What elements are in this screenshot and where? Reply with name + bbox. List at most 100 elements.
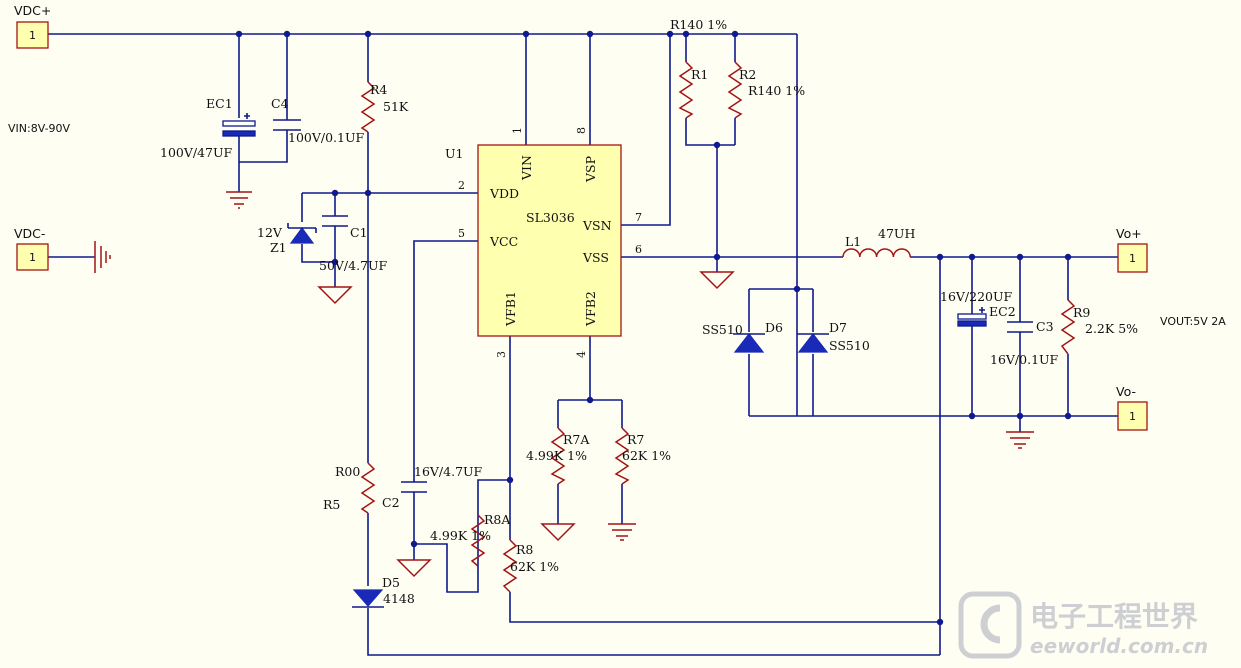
capacitor-c4: C4 100V/0.1UF <box>271 96 365 145</box>
net-label-vo-minus: Vo- <box>1116 384 1136 399</box>
label-r4-value: 51K <box>383 99 409 114</box>
label-c1-value: 50V/4.7UF <box>319 258 388 273</box>
label-c2-value: 16V/4.7UF <box>414 464 483 479</box>
port-pin-number: 1 <box>29 29 36 42</box>
diode-d7: D7 SS510 <box>797 320 870 353</box>
resistor-r8a: R8A 4.99K 1% <box>430 512 511 567</box>
label-r7a-value: 4.99K 1% <box>526 448 587 463</box>
resistor-r4: R4 51K <box>360 81 409 133</box>
ic-pin-vsn: VSN <box>582 218 612 233</box>
sense-resistor-label: R140 1% <box>670 17 727 32</box>
junctions <box>235 30 1072 626</box>
capacitor-ec1: EC1 100V/47UF <box>160 96 256 160</box>
ic-part-number: SL3036 <box>526 210 575 225</box>
label-r8-ref: R8 <box>516 542 533 557</box>
zener-z1: 12V Z1 <box>257 223 317 255</box>
net-label-vo-plus: Vo+ <box>1116 226 1142 241</box>
pin-number-vcc: 5 <box>458 227 465 240</box>
ground-triangle-r7a <box>540 523 576 542</box>
port-vdc-minus: 1 VDC- <box>14 226 49 271</box>
label-c1-ref: C1 <box>350 225 368 240</box>
vout-note: VOUT:5V 2A <box>1160 315 1226 328</box>
port-vo-minus: 1 Vo- <box>1116 384 1148 431</box>
port-pin-number: 1 <box>1129 252 1136 265</box>
ground-triangle-c2 <box>396 559 432 578</box>
capacitor-c3: C3 16V/0.1UF <box>990 319 1059 367</box>
label-r7a-ref: R7A <box>563 432 590 447</box>
label-c2-ref: C2 <box>382 495 400 510</box>
port-vo-plus: 1 Vo+ <box>1116 226 1148 273</box>
label-z1-value: 12V <box>257 225 283 240</box>
label-r5-ref: R5 <box>323 497 340 512</box>
label-d7-ref: D7 <box>829 320 847 335</box>
port-pin-number: 1 <box>1129 410 1136 423</box>
label-d6-value: SS510 <box>702 322 743 337</box>
vin-note: VIN:8V-90V <box>8 122 71 135</box>
label-ec2-ref: EC2 <box>989 304 1016 319</box>
label-ec2-value: 16V/220UF <box>940 289 1013 304</box>
diode-d5: D5 4148 <box>352 575 415 608</box>
watermark-cn: 电子工程世界 <box>1030 600 1198 633</box>
capacitor-c1: C1 50V/4.7UF <box>319 215 388 273</box>
label-d7-value: SS510 <box>829 338 870 353</box>
inductor-l1: L1 47UH <box>842 226 915 258</box>
net-label-vdc-plus: VDC+ <box>14 3 51 18</box>
ground-earth-output <box>1006 431 1034 449</box>
capacitor-c2: 16V/4.7UF C2 <box>382 464 483 510</box>
ground-chassis-vdc-minus <box>94 241 111 273</box>
label-d5-ref: D5 <box>382 575 400 590</box>
resistor-r8: R8 62K 1% <box>502 539 559 593</box>
resistor-r2: R2 R140 1% <box>727 61 805 119</box>
pin-number-vdd: 2 <box>458 179 465 192</box>
label-r7-value: 62K 1% <box>622 448 671 463</box>
eeworld-watermark: 电子工程世界 eeworld.com.cn <box>958 591 1208 659</box>
label-l1-ref: L1 <box>845 234 861 249</box>
ic-pin-vfb1: VFB1 <box>503 291 518 327</box>
label-r2-value: R140 1% <box>748 83 805 98</box>
label-d6-ref: D6 <box>765 320 783 335</box>
label-c3-value: 16V/0.1UF <box>990 352 1059 367</box>
ic-pin-vin: VIN <box>519 155 534 181</box>
pin-number-vsn: 7 <box>635 211 642 224</box>
ic-u1: U1 SL3036 VDD VCC VSN VSS VIN VSP VFB1 V… <box>445 127 642 358</box>
net-label-vdc-minus: VDC- <box>14 226 45 241</box>
label-r9-ref: R9 <box>1073 305 1090 320</box>
label-l1-value: 47UH <box>878 226 915 241</box>
label-r4-ref: R4 <box>370 82 387 97</box>
label-d5-value: 4148 <box>383 591 415 606</box>
label-r9-value: 2.2K 5% <box>1085 321 1138 336</box>
ic-pin-vsp: VSP <box>583 156 598 183</box>
port-vdc-plus: 1 VDC+ <box>14 3 51 49</box>
resistor-r1: R1 <box>678 61 708 119</box>
pin-number-vfb1: 3 <box>495 351 508 358</box>
ground-triangle-c1 <box>317 286 353 305</box>
pin-number-vfb2: 4 <box>575 351 588 358</box>
label-r00-ref: R00 <box>335 464 360 479</box>
label-r8a-ref: R8A <box>484 512 511 527</box>
ground-triangle-vss <box>699 271 735 290</box>
ic-pin-vss: VSS <box>582 250 609 265</box>
label-r8-value: 62K 1% <box>510 559 559 574</box>
ground-earth-r7 <box>608 523 636 541</box>
label-z1-ref: Z1 <box>270 240 287 255</box>
resistor-r5: R00 R5 <box>323 462 376 514</box>
resistor-r9: R9 2.2K 5% <box>1060 299 1138 355</box>
watermark-en: eeworld.com.cn <box>1030 634 1208 658</box>
ic-pin-vcc: VCC <box>489 234 518 249</box>
pin-number-vin: 1 <box>511 127 524 134</box>
diode-d6: D6 SS510 <box>702 320 783 353</box>
label-r2-ref: R2 <box>739 67 756 82</box>
label-c4-ref: C4 <box>271 96 289 111</box>
ic-designator: U1 <box>445 146 464 161</box>
label-r8a-value: 4.99K 1% <box>430 528 491 543</box>
label-r1-ref: R1 <box>691 67 708 82</box>
label-r7-ref: R7 <box>627 432 644 447</box>
resistor-r7: R7 62K 1% <box>614 427 671 485</box>
port-pin-number: 1 <box>29 251 36 264</box>
ic-pin-vdd: VDD <box>489 186 519 201</box>
ground-earth-ec1 <box>226 191 252 209</box>
ic-pin-vfb2: VFB2 <box>583 291 598 327</box>
label-c3-ref: C3 <box>1036 319 1054 334</box>
capacitor-ec2: 16V/220UF EC2 <box>940 289 1016 327</box>
